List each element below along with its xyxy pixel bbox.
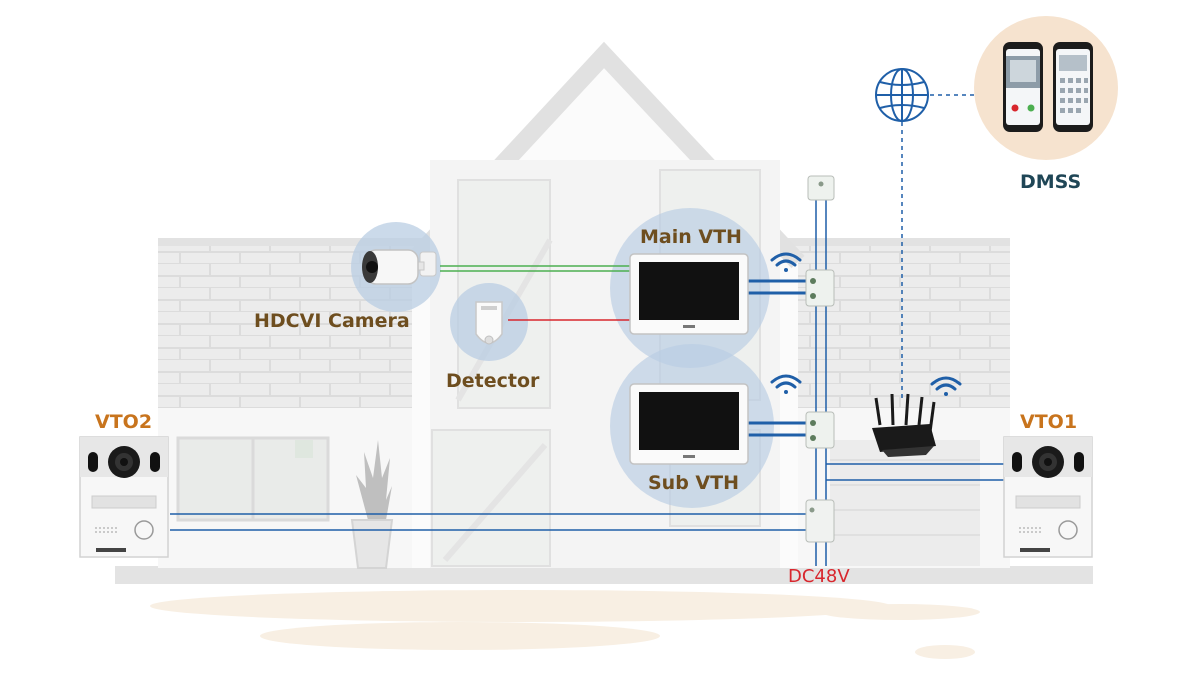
distributor-icon	[806, 412, 834, 448]
detector-label: Detector	[446, 372, 539, 391]
distributor-icon	[806, 500, 834, 542]
distributor-icon	[808, 176, 834, 200]
main-vth-monitor	[630, 254, 748, 334]
smartphone-icon	[1053, 42, 1093, 132]
ground	[115, 566, 1093, 659]
main-vth-label: Main VTH	[640, 228, 742, 247]
sub-vth-label: Sub VTH	[648, 474, 739, 493]
power-label: DC48V	[788, 568, 850, 586]
vto2-label: VTO2	[95, 413, 152, 432]
globe-icon	[876, 69, 928, 121]
hdcvi-camera-label: HDCVI Camera	[254, 312, 410, 331]
vto1-label: VTO1	[1020, 413, 1077, 432]
dmss-highlight	[974, 16, 1118, 160]
dmss-label: DMSS	[1020, 173, 1081, 192]
smartphone-icon	[1003, 42, 1043, 132]
vto1-door-station	[1004, 437, 1092, 557]
detector-icon	[476, 302, 502, 344]
distributor-icon	[806, 270, 834, 306]
vto2-door-station	[80, 437, 168, 557]
sub-vth-monitor	[630, 384, 748, 464]
